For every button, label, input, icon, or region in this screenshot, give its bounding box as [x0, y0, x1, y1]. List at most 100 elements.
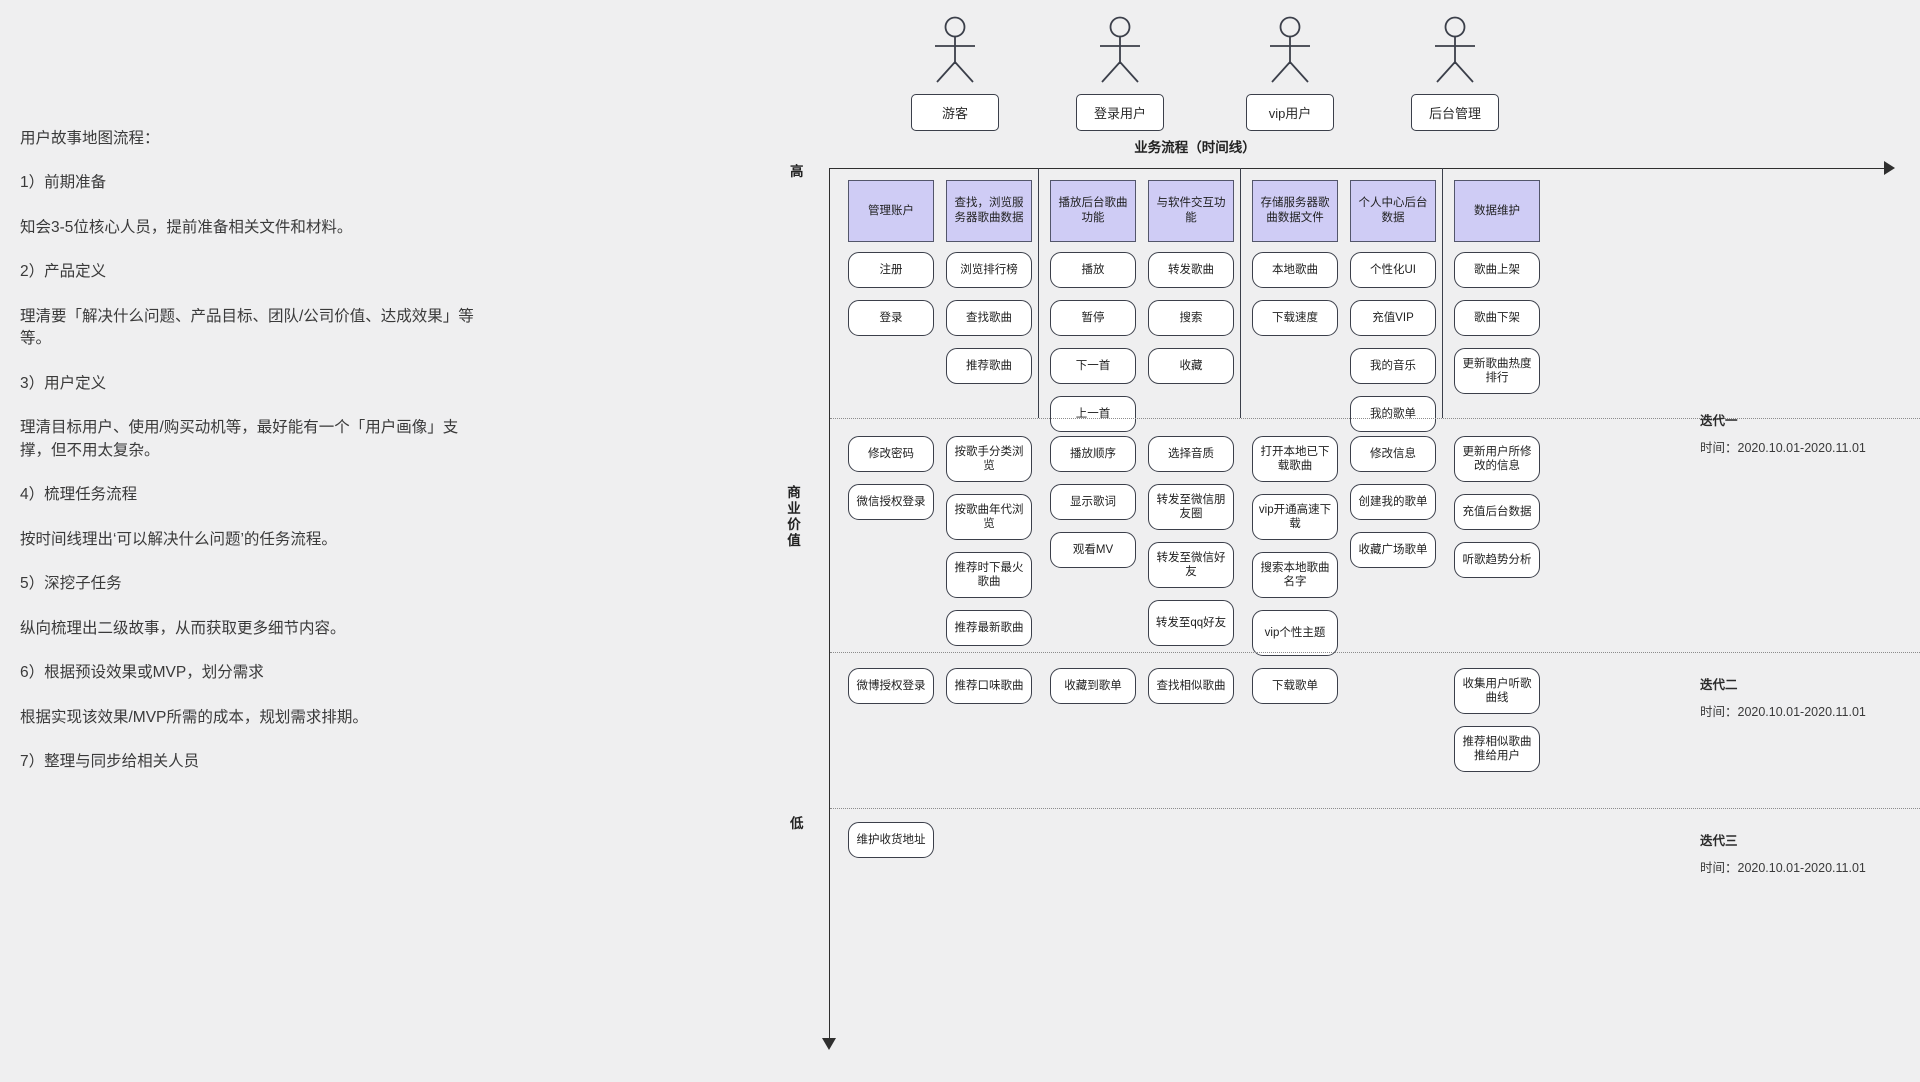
- story-card[interactable]: 收集用户听歌曲线: [1454, 668, 1540, 714]
- story-card[interactable]: 注册: [848, 252, 934, 288]
- story-card[interactable]: 暂停: [1050, 300, 1136, 336]
- story-card[interactable]: 播放顺序: [1050, 436, 1136, 472]
- axis-label-low: 低: [790, 816, 804, 831]
- process-note-line: 用户故事地图流程：: [20, 130, 160, 147]
- process-note-line: 1）前期准备: [20, 174, 107, 192]
- story-card[interactable]: 修改密码: [848, 436, 934, 472]
- iteration-caption-2: 迭代二时间：2020.10.01-2020.11.01: [1700, 674, 1866, 720]
- story-card[interactable]: 本地歌曲: [1252, 252, 1338, 288]
- process-note-line: 理清要「解决什么问题、产品目标、团队/公司价值、达成效果」等等。: [20, 307, 474, 348]
- actor-label: 登录用户: [1076, 94, 1164, 131]
- iteration-time: 时间：2020.10.01-2020.11.01: [1700, 705, 1866, 719]
- stick-figure-icon: [1060, 14, 1180, 88]
- story-card[interactable]: 下载速度: [1252, 300, 1338, 336]
- story-card[interactable]: 收藏: [1148, 348, 1234, 384]
- story-column: 微博授权登录: [848, 668, 934, 716]
- iteration-name: 迭代三: [1700, 834, 1738, 848]
- story-card[interactable]: 转发歌曲: [1148, 252, 1234, 288]
- story-card[interactable]: 听歌趋势分析: [1454, 542, 1540, 578]
- story-column: 选择音质转发至微信朋友圈转发至微信好友转发至qq好友: [1148, 436, 1234, 658]
- process-note-line: 6）根据预设效果或MVP，划分需求: [20, 664, 264, 682]
- story-card[interactable]: 创建我的歌单: [1350, 484, 1436, 520]
- story-card[interactable]: vip个性主题: [1252, 610, 1338, 656]
- story-card[interactable]: 修改信息: [1350, 436, 1436, 472]
- story-card[interactable]: vip开通高速下载: [1252, 494, 1338, 540]
- actor-label: vip用户: [1246, 94, 1334, 131]
- story-card[interactable]: 按歌曲年代浏览: [946, 494, 1032, 540]
- epic-card[interactable]: 播放后台歌曲功能: [1050, 180, 1136, 242]
- story-card[interactable]: 登录: [848, 300, 934, 336]
- story-card[interactable]: 歌曲下架: [1454, 300, 1540, 336]
- story-card[interactable]: 个性化UI: [1350, 252, 1436, 288]
- story-card[interactable]: 转发至微信好友: [1148, 542, 1234, 588]
- story-card[interactable]: 充值后台数据: [1454, 494, 1540, 530]
- timeline-axis-line: [830, 168, 1892, 169]
- axis-label-business-value: 商业价值: [786, 485, 802, 549]
- story-card[interactable]: 打开本地已下载歌曲: [1252, 436, 1338, 482]
- story-card[interactable]: 我的歌单: [1350, 396, 1436, 432]
- story-card[interactable]: 微博授权登录: [848, 668, 934, 704]
- story-card[interactable]: 推荐相似歌曲推给用户: [1454, 726, 1540, 772]
- story-card[interactable]: 推荐最新歌曲: [946, 610, 1032, 646]
- story-card[interactable]: 下一首: [1050, 348, 1136, 384]
- group-separator: [1240, 168, 1241, 418]
- story-column: 维护收货地址: [848, 822, 934, 870]
- story-column: 管理账户注册登录: [848, 180, 934, 348]
- iteration-time: 时间：2020.10.01-2020.11.01: [1700, 861, 1866, 875]
- story-column: 存储服务器歌曲数据文件本地歌曲下载速度: [1252, 180, 1338, 348]
- story-card[interactable]: 歌曲上架: [1454, 252, 1540, 288]
- stick-figure-icon: [1230, 14, 1350, 88]
- iteration-caption-1: 迭代一时间：2020.10.01-2020.11.01: [1700, 410, 1866, 456]
- story-card[interactable]: 显示歌词: [1050, 484, 1136, 520]
- story-card[interactable]: 查找歌曲: [946, 300, 1032, 336]
- story-column: 播放顺序显示歌词观看MV: [1050, 436, 1136, 580]
- story-card[interactable]: 推荐口味歌曲: [946, 668, 1032, 704]
- story-card[interactable]: 搜索本地歌曲名字: [1252, 552, 1338, 598]
- story-column: 更新用户所修改的信息充值后台数据听歌趋势分析: [1454, 436, 1540, 590]
- story-card[interactable]: 下载歌单: [1252, 668, 1338, 704]
- story-card[interactable]: 转发至微信朋友圈: [1148, 484, 1234, 530]
- story-card[interactable]: 我的音乐: [1350, 348, 1436, 384]
- process-note-line: 根据实现该效果/MVP所需的成本，规划需求排期。: [20, 708, 368, 726]
- story-card[interactable]: 搜索: [1148, 300, 1234, 336]
- story-card[interactable]: 浏览排行榜: [946, 252, 1032, 288]
- process-note-line: 按时间线理出‘可以解决什么问题’的任务流程。: [20, 530, 337, 548]
- epic-card[interactable]: 查找，浏览服务器歌曲数据: [946, 180, 1032, 242]
- iteration-caption-3: 迭代三时间：2020.10.01-2020.11.01: [1700, 830, 1866, 876]
- process-note-line: 7）整理与同步给相关人员: [20, 753, 200, 771]
- story-card[interactable]: 上一首: [1050, 396, 1136, 432]
- group-separator: [1442, 168, 1443, 418]
- story-column: 收集用户听歌曲线推荐相似歌曲推给用户: [1454, 668, 1540, 784]
- story-card[interactable]: 微信授权登录: [848, 484, 934, 520]
- story-card[interactable]: 维护收货地址: [848, 822, 934, 858]
- actor-1: 游客: [895, 14, 1015, 131]
- epic-card[interactable]: 个人中心后台数据: [1350, 180, 1436, 242]
- epic-card[interactable]: 与软件交互功能: [1148, 180, 1234, 242]
- epic-card[interactable]: 管理账户: [848, 180, 934, 242]
- story-card[interactable]: 充值VIP: [1350, 300, 1436, 336]
- story-card[interactable]: 播放: [1050, 252, 1136, 288]
- axis-value-char: 业: [787, 500, 801, 516]
- stick-figure-icon: [895, 14, 1015, 88]
- iteration-name: 迭代一: [1700, 414, 1738, 428]
- story-card[interactable]: 更新歌曲热度排行: [1454, 348, 1540, 394]
- process-note-line: 5）深挖子任务: [20, 575, 122, 593]
- story-card[interactable]: 推荐时下最火歌曲: [946, 552, 1032, 598]
- band-separator: [830, 808, 1920, 809]
- actor-label: 游客: [911, 94, 999, 131]
- story-column: 查找相似歌曲: [1148, 668, 1234, 716]
- axis-value-char: 商: [787, 485, 801, 500]
- band-separator: [830, 652, 1920, 653]
- story-card[interactable]: 选择音质: [1148, 436, 1234, 472]
- story-card[interactable]: 观看MV: [1050, 532, 1136, 568]
- story-card[interactable]: 更新用户所修改的信息: [1454, 436, 1540, 482]
- story-card[interactable]: 查找相似歌曲: [1148, 668, 1234, 704]
- epic-card[interactable]: 数据维护: [1454, 180, 1540, 242]
- stick-figure-icon: [1395, 14, 1515, 88]
- story-card[interactable]: 收藏到歌单: [1050, 668, 1136, 704]
- story-card[interactable]: 按歌手分类浏览: [946, 436, 1032, 482]
- story-card[interactable]: 推荐歌曲: [946, 348, 1032, 384]
- story-card[interactable]: 转发至qq好友: [1148, 600, 1234, 646]
- story-card[interactable]: 收藏广场歌单: [1350, 532, 1436, 568]
- epic-card[interactable]: 存储服务器歌曲数据文件: [1252, 180, 1338, 242]
